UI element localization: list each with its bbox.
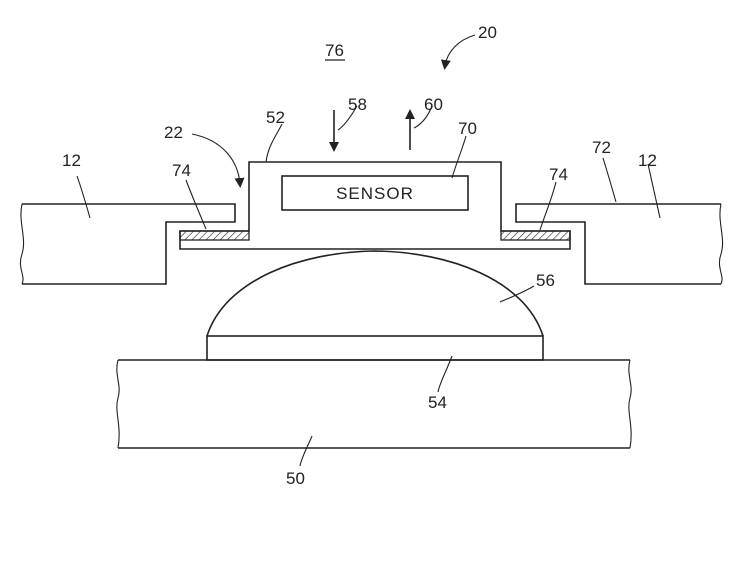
leader-72 xyxy=(602,157,617,203)
label-58: 58 xyxy=(348,95,367,114)
right-break xyxy=(718,203,724,285)
leader-58 xyxy=(337,105,358,131)
dome-56 xyxy=(206,250,544,337)
leader-74-left xyxy=(185,179,207,230)
label-12-right: 12 xyxy=(638,151,657,170)
label-52: 52 xyxy=(266,108,285,127)
label-56: 56 xyxy=(536,271,555,290)
label-20: 20 xyxy=(478,23,497,42)
sensor-70 xyxy=(281,175,469,211)
leader-54 xyxy=(437,355,453,393)
leader-50 xyxy=(299,435,313,467)
label-60: 60 xyxy=(424,95,443,114)
adhesive-74-left xyxy=(179,230,250,241)
arrow-22-icon xyxy=(191,133,245,188)
housing-12-right xyxy=(515,203,721,285)
housing-12-left xyxy=(22,203,236,285)
substrate-50 xyxy=(116,359,632,449)
label-54: 54 xyxy=(428,393,447,412)
leader-12-right xyxy=(647,163,661,219)
arrow-20-icon xyxy=(440,34,476,70)
component-54 xyxy=(206,335,544,361)
label-76: 76 xyxy=(325,41,344,60)
module-52 xyxy=(179,161,571,250)
leader-52 xyxy=(265,123,283,163)
label-50: 50 xyxy=(286,469,305,488)
sensor-label: SENSOR xyxy=(336,184,414,203)
leader-12-left xyxy=(76,175,91,219)
left-break xyxy=(19,203,25,285)
label-72: 72 xyxy=(592,138,611,157)
label-12-left: 12 xyxy=(62,151,81,170)
leader-60 xyxy=(413,105,433,129)
label-70: 70 xyxy=(458,119,477,138)
adhesive-74-right xyxy=(500,230,571,241)
label-74-left: 74 xyxy=(172,161,191,180)
label-74-right: 74 xyxy=(549,165,568,184)
leader-74-right xyxy=(539,181,557,231)
leader-70 xyxy=(451,135,467,179)
label-22: 22 xyxy=(164,123,183,142)
leader-56 xyxy=(499,285,535,303)
